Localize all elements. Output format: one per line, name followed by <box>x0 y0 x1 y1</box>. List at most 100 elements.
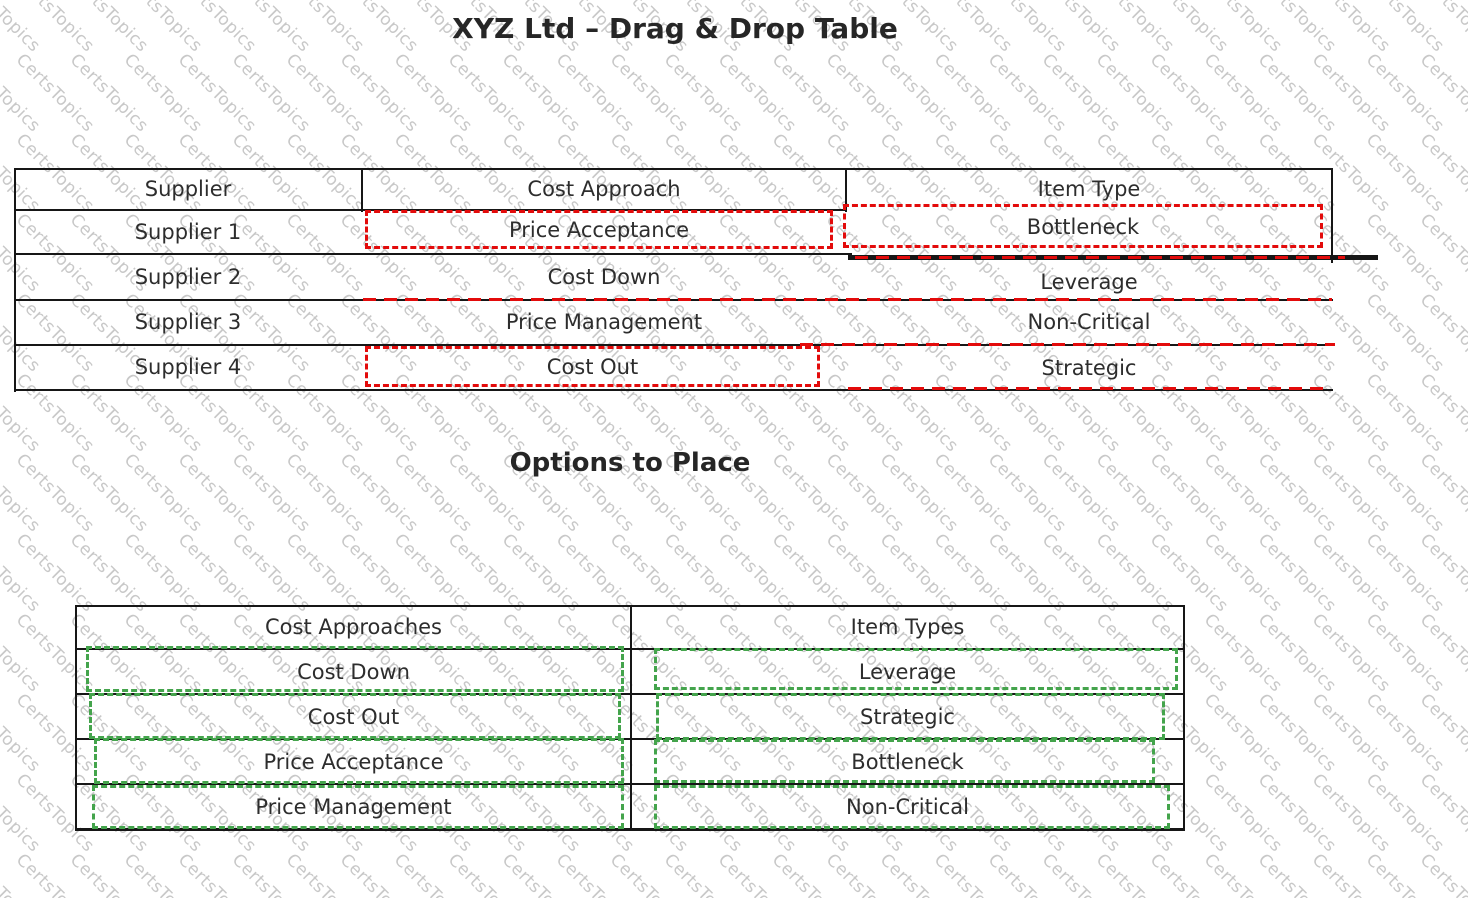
watermark-text: CertsTopics <box>0 50 45 137</box>
watermark-text: CertsTopics <box>1199 690 1287 777</box>
watermark-text: CertsTopics <box>281 850 369 898</box>
option-label-leverage[interactable]: Leverage <box>858 659 957 684</box>
watermark-text: CertsTopics <box>1415 690 1468 777</box>
watermark-text: CertsTopics <box>1253 690 1341 777</box>
watermark-text: CertsTopics <box>1361 370 1449 457</box>
watermark-text: CertsTopics <box>497 530 585 617</box>
row-label-supplier-2: Supplier 2 <box>134 265 242 289</box>
watermark-text: CertsTopics <box>173 850 261 898</box>
watermark-text: CertsTopics <box>1361 530 1449 617</box>
drop-zone-row2-item-line[interactable] <box>855 256 1345 259</box>
watermark-text: CertsTopics <box>1415 850 1468 898</box>
drop-zone-row4-cost[interactable] <box>365 346 820 387</box>
watermark-text: CertsTopics <box>1199 610 1287 697</box>
watermark-text: CertsTopics <box>1361 0 1449 57</box>
watermark-text: CertsTopics <box>1307 850 1395 898</box>
watermark-text: CertsTopics <box>443 530 531 617</box>
watermark-text: CertsTopics <box>821 530 909 617</box>
drop-zone-row2-underline[interactable] <box>363 298 1332 301</box>
option-box-non-critical[interactable] <box>654 785 1170 829</box>
option-box-leverage[interactable] <box>654 648 1178 690</box>
watermark-text: CertsTopics <box>443 50 531 137</box>
dropped-item-row4-cost[interactable]: Cost Out <box>546 354 639 379</box>
watermark-text: CertsTopics <box>1199 530 1287 617</box>
watermark-text: CertsTopics <box>119 50 207 137</box>
watermark-text: CertsTopics <box>281 50 369 137</box>
watermark-text: CertsTopics <box>281 530 369 617</box>
watermark-text: CertsTopics <box>983 50 1071 137</box>
watermark-text: CertsTopics <box>1253 610 1341 697</box>
watermark-text: CertsTopics <box>605 50 693 137</box>
table1-row3-line <box>14 344 1333 346</box>
dropped-item-row1-cost[interactable]: Price Acceptance <box>508 217 690 242</box>
watermark-text: CertsTopics <box>0 530 45 617</box>
watermark-text: CertsTopics <box>443 850 531 898</box>
watermark-text: CertsTopics <box>875 530 963 617</box>
watermark-text: CertsTopics <box>1091 50 1179 137</box>
watermark-text: CertsTopics <box>1415 50 1468 137</box>
watermark-text: CertsTopics <box>1361 290 1449 377</box>
watermark-text: CertsTopics <box>0 690 45 777</box>
watermark-text: CertsTopics <box>1415 130 1468 217</box>
watermark-text: CertsTopics <box>1361 850 1449 898</box>
option-box-bottleneck[interactable] <box>654 739 1155 783</box>
option-box-cost-down[interactable] <box>86 646 624 692</box>
watermark-text: CertsTopics <box>11 850 99 898</box>
dropped-item-row4-item[interactable]: Strategic <box>1041 355 1137 380</box>
option-box-price-management[interactable] <box>92 785 624 829</box>
watermark-text: CertsTopics <box>389 50 477 137</box>
watermark-text: CertsTopics <box>227 530 315 617</box>
watermark-text: CertsTopics <box>605 530 693 617</box>
watermark-text: CertsTopics <box>1199 850 1287 898</box>
drop-zone-row4-item-line[interactable] <box>848 387 1330 390</box>
dropped-item-row2-item[interactable]: Leverage <box>1040 270 1138 294</box>
dropped-item-row2-cost[interactable]: Cost Down <box>547 265 661 289</box>
option-label-price-acceptance[interactable]: Price Acceptance <box>263 749 444 774</box>
option-label-strategic[interactable]: Strategic <box>860 704 955 729</box>
option-label-cost-out[interactable]: Cost Out <box>307 704 400 729</box>
watermark-text: CertsTopics <box>1361 450 1449 537</box>
dropped-item-row3-cost[interactable]: Price Management <box>505 310 703 334</box>
option-label-cost-down[interactable]: Cost Down <box>297 659 410 684</box>
watermark-text: CertsTopics <box>551 850 639 898</box>
watermark-text: CertsTopics <box>1037 850 1125 898</box>
watermark-text: CertsTopics <box>1361 610 1449 697</box>
drop-zone-row1-item[interactable] <box>843 204 1323 248</box>
watermark-text: CertsTopics <box>767 50 855 137</box>
watermark-text: CertsTopics <box>11 530 99 617</box>
drop-zone-row3-item-line[interactable] <box>800 343 1335 346</box>
table1-border-left <box>14 168 16 392</box>
watermark-text: CertsTopics <box>1199 770 1287 857</box>
watermark-text: CertsTopics <box>659 50 747 137</box>
watermark-text: CertsTopics <box>227 50 315 137</box>
table2-column-divider <box>630 605 632 831</box>
dropped-item-row3-item[interactable]: Non-Critical <box>1027 310 1151 334</box>
watermark-text: CertsTopics <box>659 530 747 617</box>
option-label-price-management[interactable]: Price Management <box>255 794 452 819</box>
option-label-bottleneck[interactable]: Bottleneck <box>851 749 964 774</box>
table1-row1-line <box>14 253 852 255</box>
dropped-item-row1-item[interactable]: Bottleneck <box>1026 215 1140 239</box>
watermark-text: CertsTopics <box>983 530 1071 617</box>
watermark-text: CertsTopics <box>821 850 909 898</box>
watermark-text: CertsTopics <box>1415 290 1468 377</box>
table1-border-top <box>14 168 1333 170</box>
option-label-non-critical[interactable]: Non-Critical <box>846 794 969 819</box>
watermark-text: CertsTopics <box>1361 690 1449 777</box>
option-box-strategic[interactable] <box>656 693 1165 740</box>
watermark-text: CertsTopics <box>1145 850 1233 898</box>
option-box-cost-out[interactable] <box>89 693 621 739</box>
drop-zone-row1-cost[interactable] <box>365 210 833 249</box>
watermark-text: CertsTopics <box>1091 530 1179 617</box>
watermark-text: CertsTopics <box>713 530 801 617</box>
watermark-text: CertsTopics <box>11 50 99 137</box>
watermark-text: CertsTopics <box>65 50 153 137</box>
watermark-text: CertsTopics <box>1415 370 1468 457</box>
option-box-price-acceptance[interactable] <box>94 738 624 784</box>
watermark-text: CertsTopics <box>1361 770 1449 857</box>
watermark-text: CertsTopics <box>0 610 45 697</box>
watermark-text: CertsTopics <box>767 850 855 898</box>
watermark-text: CertsTopics <box>497 850 585 898</box>
watermark-text: CertsTopics <box>65 530 153 617</box>
